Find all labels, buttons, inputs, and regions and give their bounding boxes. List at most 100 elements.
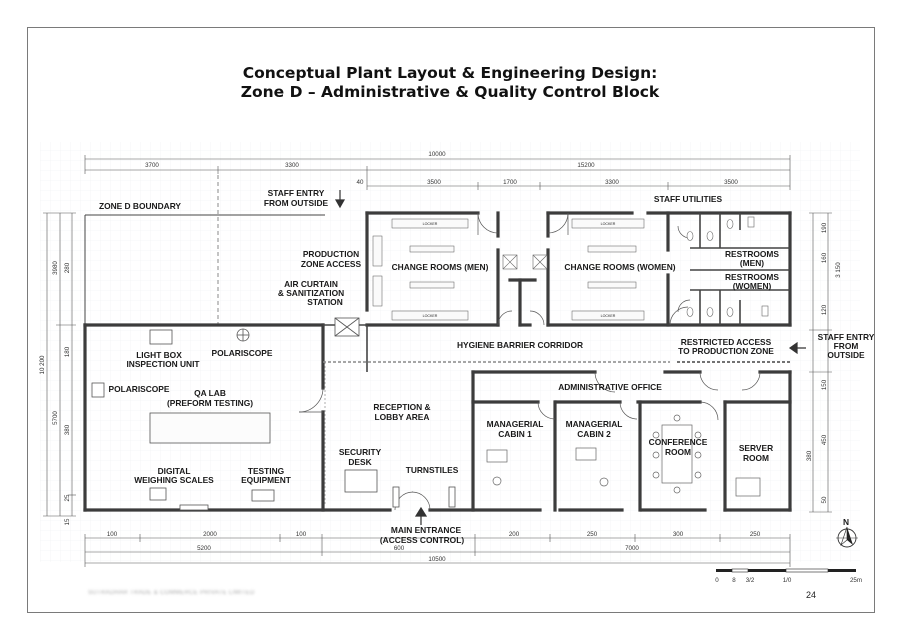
restricted-access-label-2: TO PRODUCTION ZONE [678,346,774,356]
dimension-text: 10000 3700 3300 15200 40 3500 1700 3300 … [39,151,842,563]
digital-scales-label: DIGITAL [158,466,191,476]
dim-top-3500b: 3500 [724,179,738,186]
light-box-unit [149,329,173,345]
conference-room-label: CONFERENCE [649,437,708,447]
server-room-label: SERVER [739,443,773,453]
security-desk-label: SECURITY [339,447,382,457]
dim-bottom-100a: 100 [107,531,118,538]
restrooms-men-label: RESTROOMS [725,249,779,259]
dim-bottom-7000: 7000 [625,545,639,552]
dim-bottom-250b: 250 [750,531,761,538]
testing-equipment-label: TESTING [248,466,284,476]
dim-right-50: 50 [821,496,828,503]
staff-utilities-label: STAFF UTILITIES [654,194,723,204]
footer-company-name: SUTRADHAR TRADE & COMMERCE PRIVATE LIMIT… [88,590,255,596]
cabin-1-label-2: CABIN 1 [498,429,532,439]
dimension-lines [46,158,829,564]
staff-entry-right-label-3: OUTSIDE [827,350,865,360]
server-room-label-2: ROOM [743,453,769,463]
staff-entry-right-label-2: FROM [834,341,859,351]
staff-entry-top-arrow-icon [334,190,346,209]
qa-lab-label-2: (PREFORM TESTING) [167,398,253,408]
scale-tick-4: 25m [850,577,862,584]
building-walls [83,211,792,512]
partition-walls [323,213,790,372]
main-entrance-label: MAIN ENTRANCE [391,525,462,535]
cabin-2-label-2: CABIN 2 [577,429,611,439]
scale-icon [149,487,167,501]
locker-tag: LOCKER [423,222,438,226]
security-desk-label-2: DESK [348,457,371,467]
zone-boundary-lines [84,175,325,325]
air-curtain-label-3: STATION [307,297,343,307]
staff-entry-right-label: STAFF ENTRY [818,332,875,342]
door-swings [298,212,761,511]
restrooms-women-label-2: (WOMEN) [733,281,772,291]
dim-left-180: 180 [64,346,71,357]
scale-tick-0: 0 [715,577,719,584]
dim-top-right-overall: 15200 [577,162,595,169]
polariscope-top-label: POLARISCOPE [212,348,273,358]
entry-arrows [334,190,806,525]
polariscope-left-label: POLARISCOPE [109,384,170,394]
change-rooms-men-label: CHANGE ROOMS (MEN) [392,262,489,272]
dim-left-15: 15 [64,518,71,525]
lockers-men [372,218,469,321]
dim-right-3150: 3 150 [835,262,842,278]
zone-boundary-label: ZONE D BOUNDARY [99,201,181,211]
restricted-access-label: RESTRICTED ACCESS [681,337,772,347]
dim-bottom-overall: 10500 [428,556,446,563]
north-arrow-icon: N [836,517,858,548]
dim-left-280: 280 [64,262,71,273]
dim-top-40: 40 [357,179,364,186]
security-desk [344,469,378,493]
cabin-2-label: MANAGERIAL [566,419,623,429]
dim-right-450: 450 [821,434,828,445]
dim-top-3500a: 3500 [427,179,441,186]
dim-left-3980: 3980 [52,261,59,275]
restrooms-men-label-2: (MEN) [740,258,764,268]
change-rooms-women-label: CHANGE ROOMS (WOMEN) [564,262,675,272]
scale-tick-3: 1/0 [783,577,792,584]
dim-bottom-2000: 2000 [203,531,217,538]
dim-bottom-250a: 250 [587,531,598,538]
north-label: N [843,517,849,527]
locker-tag: LOCKER [423,314,438,318]
dim-bottom-300: 300 [673,531,684,538]
restroom-fixtures [686,216,769,317]
scale-tick-2: 3/2 [746,577,755,584]
dim-left-380: 380 [64,424,71,435]
dim-bottom-100b: 100 [296,531,307,538]
locker-tag: LOCKER [601,314,616,318]
qa-lab-label: QA LAB [194,388,226,398]
dimension-ticks [43,155,832,567]
dim-left-5700: 5700 [52,411,59,425]
scale-tick-1: 8 [732,577,736,584]
dim-right-190: 190 [821,222,828,233]
dim-right-380: 380 [806,450,813,461]
production-access-label: PRODUCTION [303,249,359,259]
lockers-women [571,218,645,321]
testing-equipment-label-2: EQUIPMENT [241,475,292,485]
shower-stalls [502,254,548,270]
dim-bottom-200: 200 [509,531,520,538]
dim-top-left-a: 3700 [145,162,159,169]
dim-top-1700: 1700 [503,179,517,186]
dim-right-120: 120 [821,304,828,315]
scale-bar: 0 8 3/2 1/0 25m [715,568,862,584]
light-box-label: LIGHT BOX [136,350,182,360]
reception-label: RECEPTION & [373,402,430,412]
digital-scales-label-2: WEIGHING SCALES [134,475,214,485]
dim-left-25: 25 [64,494,71,501]
cabin-1-label: MANAGERIAL [487,419,544,429]
admin-office-label: ADMINISTRATIVE OFFICE [558,382,662,392]
main-entrance-label-2: (ACCESS CONTROL) [380,535,464,545]
title-line-1: Conceptual Plant Layout & Engineering De… [242,64,658,82]
dim-bottom-5200: 5200 [197,545,211,552]
room-labels: ZONE D BOUNDARY STAFF ENTRY FROM OUTSIDE… [99,188,875,545]
dim-top-overall: 10000 [428,151,446,158]
reception-label-2: LOBBY AREA [375,412,430,422]
hygiene-corridor-label: HYGIENE BARRIER CORRIDOR [457,340,583,350]
locker-tags: LOCKER LOCKER LOCKER LOCKER [423,222,616,318]
office-furniture [486,414,761,497]
